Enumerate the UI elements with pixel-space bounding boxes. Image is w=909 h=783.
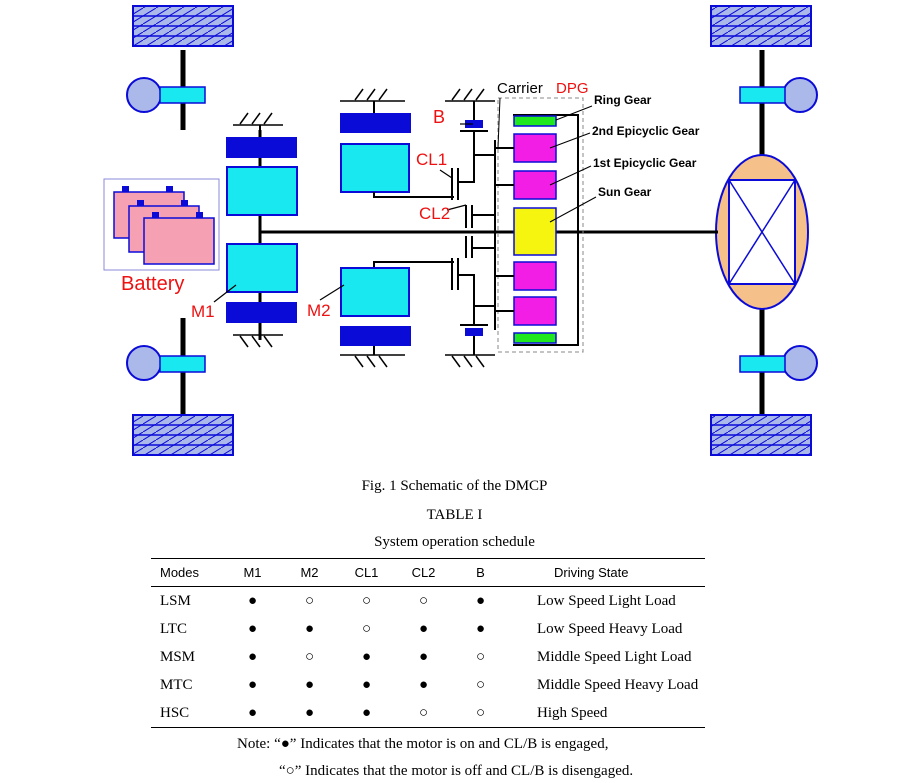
cl1-cell: ● [361, 676, 372, 693]
cl2-cell: ● [418, 676, 429, 693]
b-cell: ○ [475, 648, 486, 665]
table-row: LSM ● ○ ○ ○ ● Low Speed Light Load [151, 587, 705, 616]
driving-state-cell: Low Speed Heavy Load [537, 620, 683, 637]
motor-m1: M1 [191, 112, 298, 348]
figure-caption: Fig. 1 Schematic of the DMCP [361, 478, 548, 494]
column-header-cl1: CL1 [354, 565, 379, 580]
m2-label: M2 [307, 301, 331, 320]
m2-cell: ● [304, 704, 315, 721]
right-rear-wheel-assembly [710, 305, 818, 456]
mode-cell: LSM [160, 592, 191, 609]
column-header-driving-state: Driving State [554, 565, 629, 580]
column-header-m2: M2 [300, 565, 319, 580]
table-note-line-2: “○” Indicates that the motor is off and … [279, 763, 634, 779]
cl1-cell: ● [361, 704, 372, 721]
m2-cell: ○ [304, 648, 315, 665]
m1-cell: ● [247, 648, 258, 665]
ring-gear-label: Ring Gear [594, 93, 652, 107]
cl2-cell: ● [418, 620, 429, 637]
table-row: LTC ● ● ○ ● ● Low Speed Heavy Load [151, 615, 705, 643]
cl1-label: CL1 [416, 150, 447, 169]
b-cell: ○ [475, 704, 486, 721]
right-rear-wheel [710, 414, 812, 456]
driving-state-cell: Middle Speed Heavy Load [537, 676, 699, 693]
right-front-wheel [710, 5, 812, 47]
dpg-gear-set: Carrier DPG Ring Gear 2nd Epicyclic Gear… [494, 80, 700, 353]
cl1-cell: ○ [361, 592, 372, 609]
m1-label: M1 [191, 302, 215, 321]
table-row: HSC ● ● ● ○ ○ High Speed [151, 699, 705, 728]
differential [715, 154, 809, 310]
battery-label: Battery [121, 273, 184, 295]
battery-pack: Battery [103, 178, 220, 295]
left-rear-wheel-assembly [126, 318, 234, 456]
cl1-cell: ● [361, 648, 372, 665]
m1-cell: ● [247, 592, 258, 609]
mode-cell: MTC [160, 676, 193, 693]
m2-cell: ● [304, 676, 315, 693]
motor-m2-lower: M2 [307, 261, 454, 368]
m1-cell: ● [247, 620, 258, 637]
motor-m2-upper [340, 88, 454, 198]
left-front-wheel-assembly [126, 5, 234, 130]
table-note-line-1: Note: “●” Indicates that the motor is on… [237, 736, 609, 752]
column-header-m1: M1 [243, 565, 262, 580]
dpg-label: DPG [556, 80, 589, 97]
carrier-label: Carrier [497, 80, 543, 97]
m2-cell: ○ [304, 592, 315, 609]
table-row: MTC ● ● ● ● ○ Middle Speed Heavy Load [151, 671, 705, 699]
2nd-epicyclic-gear-label: 2nd Epicyclic Gear [592, 124, 700, 138]
b-cell: ● [475, 592, 486, 609]
driving-state-cell: Low Speed Light Load [537, 592, 676, 609]
m2-cell: ● [304, 620, 315, 637]
table-label: TABLE I [426, 507, 483, 523]
m1-cell: ● [247, 704, 258, 721]
column-header-b: B [476, 565, 485, 580]
cl2-cell: ○ [418, 704, 429, 721]
left-rear-wheel [132, 414, 234, 456]
table-header-row: Modes M1 M2 CL1 CL2 B Driving State [151, 558, 705, 587]
sun-gear-label: Sun Gear [598, 185, 652, 199]
column-header-modes: Modes [160, 565, 200, 580]
b-cell: ● [475, 620, 486, 637]
b-cell: ○ [475, 676, 486, 693]
operation-schedule-table: Modes M1 M2 CL1 CL2 B Driving State LSM … [151, 558, 705, 728]
cl2-label: CL2 [419, 204, 450, 223]
right-front-wheel-assembly [710, 5, 818, 160]
column-header-cl2: CL2 [411, 565, 436, 580]
table-title: System operation schedule [374, 534, 535, 550]
brake-label: B [433, 107, 445, 127]
mode-cell: HSC [160, 704, 190, 721]
dmcp-schematic: Battery M1 [103, 5, 818, 456]
driving-state-cell: Middle Speed Light Load [537, 648, 692, 665]
mode-cell: MSM [160, 648, 196, 665]
cl1-cell: ○ [361, 620, 372, 637]
m1-cell: ● [247, 676, 258, 693]
cl2-cell: ○ [418, 592, 429, 609]
1st-epicyclic-gear-label: 1st Epicyclic Gear [593, 156, 697, 170]
cl2-cell: ● [418, 648, 429, 665]
table-row: MSM ● ○ ● ● ○ Middle Speed Light Load [151, 643, 705, 671]
clutch-and-brake-assembly: B CL1 CL2 [416, 88, 495, 368]
driving-state-cell: High Speed [537, 704, 608, 721]
left-front-wheel [132, 5, 234, 47]
mode-cell: LTC [160, 620, 187, 637]
